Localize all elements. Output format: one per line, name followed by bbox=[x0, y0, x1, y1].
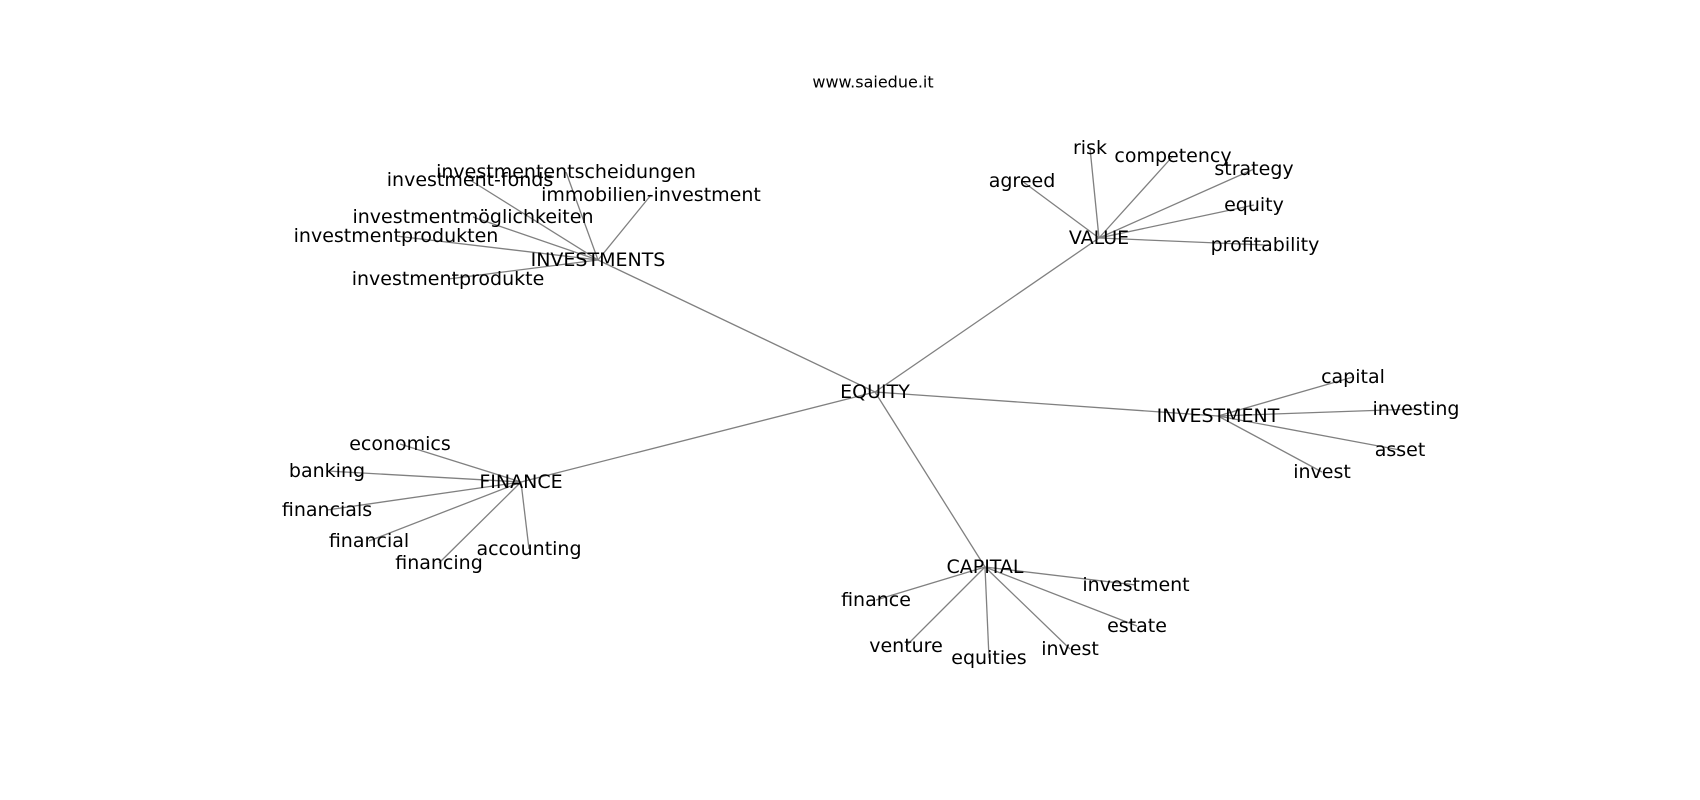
edge-center-investment bbox=[874, 391, 1219, 417]
edge-investment-capital bbox=[1217, 376, 1354, 417]
edge-capital-estate bbox=[984, 566, 1138, 627]
node-leaf-finance-financials: financials bbox=[282, 499, 372, 521]
node-leaf-capital-investment: investment bbox=[1082, 574, 1189, 596]
edge-investment-asset bbox=[1217, 415, 1401, 451]
edge-finance-accounting bbox=[520, 481, 530, 550]
node-hub-investment: INVESTMENT bbox=[1157, 405, 1280, 427]
edge-value-strategy bbox=[1098, 168, 1255, 239]
edge-value-competency bbox=[1098, 155, 1174, 239]
edge-investment-invest bbox=[1217, 415, 1323, 473]
node-hub-capital: CAPITAL bbox=[946, 556, 1023, 578]
node-leaf-capital-venture: venture bbox=[869, 635, 943, 657]
node-leaf-investments-investmententscheidungen: investmententscheidungen bbox=[436, 161, 696, 183]
node-hub-investments: INVESTMENTS bbox=[531, 249, 666, 271]
node-leaf-value-profitability: profitability bbox=[1211, 234, 1320, 256]
node-leaf-investments-investmentmoglichkeiten: investmentmöglichkeiten bbox=[352, 206, 593, 228]
edge-value-risk bbox=[1089, 147, 1100, 239]
edge-investments-immobilien-investment bbox=[597, 194, 652, 261]
node-leaf-investments-investmentprodukte: investmentprodukte bbox=[352, 268, 545, 290]
node-leaf-value-equity: equity bbox=[1224, 194, 1284, 216]
node-leaf-value-agreed: agreed bbox=[989, 170, 1056, 192]
edge-capital-invest bbox=[984, 566, 1071, 650]
edge-investments-investmentmoglichkeiten bbox=[472, 216, 599, 261]
edge-value-profitability bbox=[1098, 237, 1266, 246]
node-leaf-investment-capital: capital bbox=[1321, 366, 1385, 388]
node-leaf-capital-invest: invest bbox=[1041, 638, 1099, 660]
node-leaf-value-competency: competency bbox=[1114, 145, 1231, 167]
node-leaf-investment-invest: invest bbox=[1293, 461, 1351, 483]
edge-finance-financing bbox=[438, 481, 522, 564]
node-leaf-finance-banking: banking bbox=[289, 460, 365, 482]
edge-capital-equities bbox=[984, 566, 990, 659]
node-leaf-finance-financial: financial bbox=[329, 530, 409, 552]
edge-center-finance bbox=[520, 391, 876, 483]
node-leaf-finance-accounting: accounting bbox=[476, 538, 581, 560]
edge-capital-venture bbox=[905, 566, 986, 647]
node-hub-value: VALUE bbox=[1069, 227, 1129, 249]
node-leaf-investments-immobilien-investment: immobilien-investment bbox=[541, 184, 761, 206]
edge-finance-economics bbox=[399, 443, 522, 483]
edge-investments-investmentprodukten bbox=[395, 235, 599, 261]
node-leaf-value-risk: risk bbox=[1073, 137, 1107, 159]
graph-edges bbox=[326, 147, 1417, 659]
edge-finance-financials bbox=[326, 481, 522, 511]
edge-investments-investmentprodukte bbox=[447, 259, 599, 280]
node-leaf-value-strategy: strategy bbox=[1214, 158, 1293, 180]
edge-finance-banking bbox=[326, 470, 522, 483]
edge-center-investments bbox=[597, 259, 876, 393]
node-leaf-capital-estate: estate bbox=[1107, 615, 1167, 637]
edge-capital-investment bbox=[984, 566, 1137, 586]
edge-center-value bbox=[874, 237, 1100, 393]
edge-investments-investment-fonds bbox=[469, 179, 599, 261]
site-title: www.saiedue.it bbox=[812, 73, 933, 92]
edge-value-agreed bbox=[1021, 180, 1100, 239]
edge-finance-financial bbox=[368, 481, 522, 542]
edge-capital-finance bbox=[875, 566, 986, 601]
node-hub-finance: FINANCE bbox=[479, 471, 562, 493]
node-center: EQUITY bbox=[840, 381, 910, 403]
node-leaf-investment-investing: investing bbox=[1373, 398, 1460, 420]
node-leaf-investments-investment-fonds: investment-fonds bbox=[387, 169, 553, 191]
edge-value-equity bbox=[1098, 204, 1255, 239]
graph-labels: EQUITY INVESTMENTS investmententscheidunge… bbox=[282, 137, 1460, 669]
edge-center-capital bbox=[874, 391, 986, 568]
node-leaf-finance-financing: financing bbox=[395, 552, 483, 574]
node-leaf-finance-economics: economics bbox=[349, 433, 451, 455]
edge-investment-investing bbox=[1217, 408, 1417, 417]
node-leaf-investments-investmentprodukten: investmentprodukten bbox=[294, 225, 499, 247]
node-leaf-capital-equities: equities bbox=[951, 647, 1026, 669]
node-leaf-capital-finance: finance bbox=[841, 589, 911, 611]
node-leaf-investment-asset: asset bbox=[1375, 439, 1426, 461]
edge-investments-investmententscheidungen bbox=[565, 171, 599, 261]
